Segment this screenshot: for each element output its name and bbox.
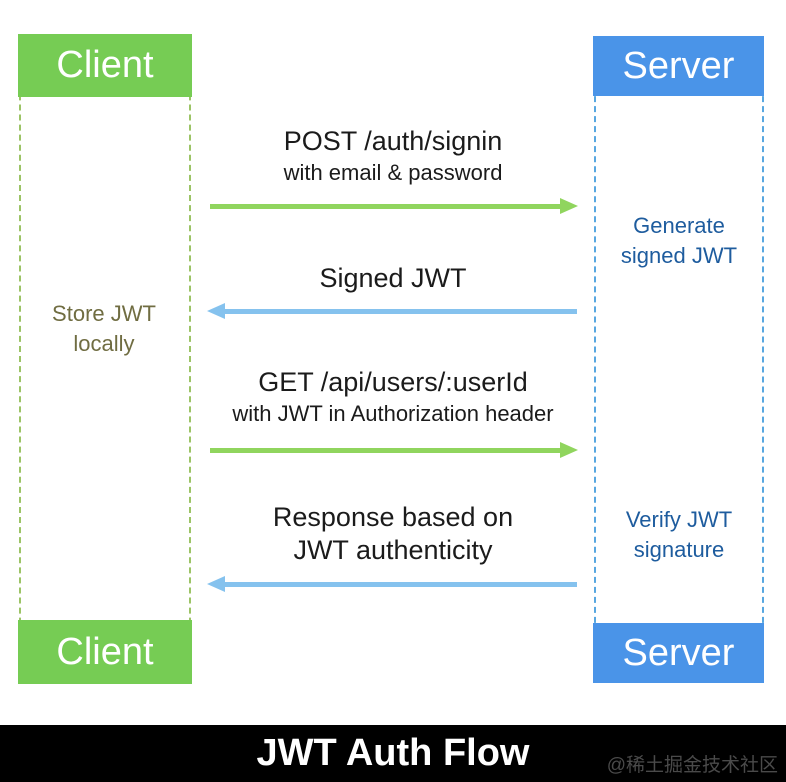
client-actor-bottom: Client (18, 620, 192, 684)
note-line-2: signed JWT (620, 243, 738, 268)
server-lifeline (594, 36, 764, 683)
note-store-jwt-locally: Store JWT locally (20, 299, 188, 359)
diagram-title: JWT Auth Flow (256, 732, 530, 774)
client-actor-top: Client (18, 34, 192, 97)
note-line-2: signature (633, 537, 725, 562)
arrow-head-left-icon (207, 576, 225, 592)
arrow-line (210, 204, 563, 209)
message-4-label: Response based on JWT authenticity (197, 501, 589, 567)
client-actor-label: Client (56, 630, 154, 673)
message-3-line-2: with JWT in Authorization header (232, 401, 554, 426)
message-4-line-1: Response based on (272, 502, 514, 532)
response-arrow-jwt-authenticity (207, 576, 577, 592)
note-generate-signed-jwt: Generate signed JWT (594, 211, 764, 271)
server-actor-bottom: Server (593, 623, 764, 683)
watermark: @稀土掘金技术社区 (606, 755, 778, 776)
message-1-line-1: POST /auth/signin (283, 126, 503, 156)
note-verify-jwt-signature: Verify JWT signature (594, 505, 764, 565)
client-lifeline (19, 34, 191, 684)
request-arrow-get-user (210, 442, 578, 458)
arrow-line (210, 448, 563, 453)
server-actor-label: Server (622, 44, 735, 87)
arrow-line (222, 309, 577, 314)
arrow-line (222, 582, 577, 587)
note-line-2: locally (73, 331, 135, 356)
request-arrow-post-signin (210, 198, 578, 214)
server-actor-label: Server (622, 631, 735, 674)
note-line-1: Store JWT (52, 301, 156, 326)
footer-bar: JWT Auth Flow @稀土掘金技术社区 (0, 725, 786, 782)
server-actor-top: Server (593, 36, 764, 96)
note-line-1: Generate (633, 213, 725, 238)
message-3-line-1: GET /api/users/:userId (258, 367, 528, 397)
message-4-line-2: JWT authenticity (293, 535, 493, 565)
arrow-head-right-icon (560, 198, 578, 214)
message-1-line-2: with email & password (283, 160, 503, 185)
response-arrow-signed-jwt (207, 303, 577, 319)
message-1-label: POST /auth/signin with email & password (197, 125, 589, 188)
note-line-1: Verify JWT (625, 507, 733, 532)
client-actor-label: Client (56, 44, 154, 86)
message-2-line-1: Signed JWT (319, 263, 467, 293)
arrow-head-right-icon (560, 442, 578, 458)
message-2-label: Signed JWT (197, 262, 589, 295)
arrow-head-left-icon (207, 303, 225, 319)
message-3-label: GET /api/users/:userId with JWT in Autho… (197, 366, 589, 429)
